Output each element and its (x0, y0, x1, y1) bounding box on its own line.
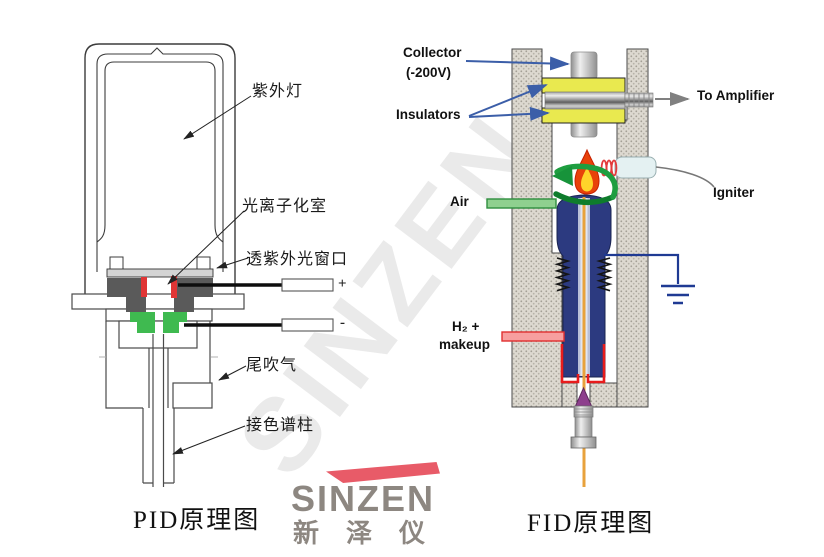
ionization-chamber-arrow (167, 210, 245, 285)
insulators-arrow-top (468, 84, 548, 117)
fid-wall-left (511, 48, 563, 408)
pid-diagram (71, 43, 334, 487)
pid-green-block-left (130, 312, 155, 333)
h2-tube (501, 331, 565, 342)
ionization-chamber-label: 光离子化室 (242, 198, 328, 215)
jet-spring-left (554, 257, 571, 292)
pid-green-block-right (163, 312, 187, 333)
igniter-body (614, 156, 657, 179)
collector-arrow (465, 56, 570, 71)
igniter-label: Igniter (713, 185, 755, 200)
pid-makeup-port (172, 382, 213, 409)
pid-body-flange (71, 293, 245, 310)
uv-window (106, 268, 214, 278)
pid-body-lower (118, 320, 198, 349)
uv-lamp-shoulder-left (96, 224, 106, 243)
makeup-gas-label: 尾吹气 (246, 357, 298, 374)
feedthrough-threads (628, 93, 650, 107)
uv-lamp-label: 紫外灯 (252, 83, 304, 100)
collector-rod (544, 91, 626, 110)
fid-wall-bottom-right (589, 382, 618, 408)
swirl-arrowhead (552, 166, 573, 186)
fitting-body (574, 416, 593, 438)
pid-electrode-red-left (141, 277, 147, 297)
uv-window-arrow (216, 257, 249, 269)
uv-window-label: 透紫外光窗口 (246, 251, 349, 268)
insulator-top (541, 77, 626, 94)
insulators-label: Insulators (396, 107, 461, 122)
collector-top-cylinder (570, 51, 598, 80)
air-tube (486, 198, 557, 209)
logo-brand-text: SINZEN (291, 478, 436, 519)
fid-diagram (465, 48, 715, 487)
ground-wire (604, 253, 680, 284)
red-bracket (560, 344, 606, 384)
pid-tube-outer (142, 348, 175, 484)
insulator-bottom (541, 107, 626, 124)
pid-dark-block-left (107, 278, 146, 312)
electrode-minus-label: - (340, 315, 345, 331)
brand-logo: SINZEN 新泽仪器 (289, 456, 484, 557)
uv-lamp-innermost-line (104, 61, 216, 225)
h2-label-line1: H₂ + (452, 319, 480, 334)
pid-terminal-negative (281, 318, 334, 332)
fitting-rib-lines (574, 408, 593, 416)
fitting-nut (570, 436, 597, 449)
fid-wall-bottom-left (561, 382, 578, 408)
electrode-plus-label: + (338, 276, 347, 292)
igniter-lead-curve (655, 166, 715, 188)
collector-label-line1: Collector (403, 45, 462, 60)
swirl-upper-arc (554, 163, 618, 200)
pid-tube-inner (152, 334, 165, 487)
h2-label-line2: makeup (439, 337, 491, 352)
pid-caption: PID原理图 (133, 507, 261, 534)
air-label: Air (450, 194, 469, 209)
pid-left-wall (105, 321, 143, 409)
to-amplifier-label: To Amplifier (697, 88, 775, 103)
fid-caption: FID原理图 (527, 510, 655, 537)
pid-terminal-positive (281, 278, 334, 292)
insulators-arrow-bottom (468, 106, 550, 121)
to-column-label: 接色谱柱 (246, 417, 315, 434)
jet-spring-right (596, 257, 613, 292)
makeup-gas-arrow (218, 365, 247, 381)
uv-lamp-arrow (183, 95, 252, 140)
to-column-arrow (172, 425, 246, 455)
swirl-front-arc (553, 191, 616, 205)
ground-symbol (661, 284, 695, 305)
logo-brand-chinese: 新泽仪器 (293, 519, 453, 557)
flame-core (581, 167, 593, 192)
collector-label-line2: (-200V) (406, 65, 452, 80)
pid-electrode-red-right (171, 276, 177, 298)
pid-body-mid (105, 308, 213, 322)
uv-lamp-inner-envelope (96, 47, 224, 272)
